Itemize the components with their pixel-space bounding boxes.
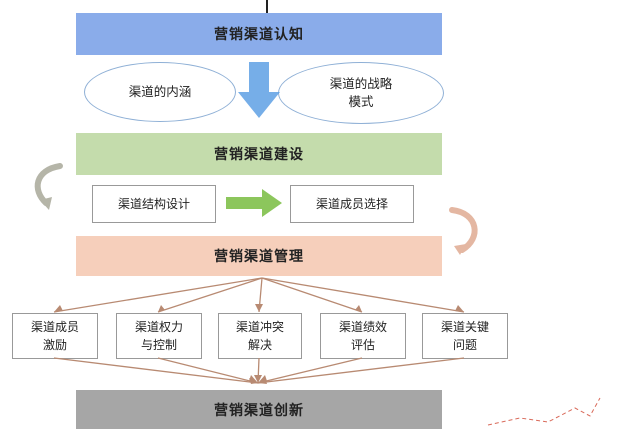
stage-management-title: 营销渠道管理 bbox=[214, 249, 304, 265]
construction-item-member-selection: 渠道成员选择 bbox=[290, 185, 414, 223]
management-item-key-issues: 渠道关键 问题 bbox=[422, 313, 508, 359]
cognition-item-connotation: 渠道的内涵 bbox=[84, 62, 236, 122]
stage-innovation-band: 营销渠道创新 bbox=[76, 390, 442, 429]
management-item-performance-evaluation: 渠道绩效 评估 bbox=[320, 313, 406, 359]
right-curved-arrowhead bbox=[454, 244, 466, 255]
fan-out-arrowheads bbox=[54, 304, 464, 312]
right-curved-arrow bbox=[449, 207, 478, 253]
management-item-member-incentive: 渠道成员 激励 bbox=[12, 313, 98, 359]
left-curved-arrowhead bbox=[40, 197, 52, 210]
right-arrow bbox=[226, 189, 282, 217]
construction-item-structure-design: 渠道结构设计 bbox=[92, 185, 216, 223]
stage-construction-title: 营销渠道建设 bbox=[214, 147, 304, 163]
stage-cognition-title: 营销渠道认知 bbox=[214, 27, 304, 43]
fan-in-arrowheads bbox=[249, 375, 267, 384]
management-item-power-control: 渠道权力 与控制 bbox=[116, 313, 202, 359]
stage-construction-band: 营销渠道建设 bbox=[76, 133, 442, 175]
stage-cognition-band: 营销渠道认知 bbox=[76, 13, 442, 55]
fan-in-lines bbox=[53, 357, 465, 384]
management-item-conflict-resolution: 渠道冲突 解决 bbox=[218, 313, 302, 359]
cognition-item-strategy-mode: 渠道的战略 模式 bbox=[278, 62, 444, 124]
stage-innovation-title: 营销渠道创新 bbox=[214, 402, 304, 419]
stage-management-band: 营销渠道管理 bbox=[76, 236, 442, 276]
decorative-scribble bbox=[487, 397, 601, 426]
down-arrow bbox=[238, 62, 280, 118]
top-connector-line bbox=[266, 0, 268, 13]
left-curved-arrow bbox=[34, 163, 63, 206]
